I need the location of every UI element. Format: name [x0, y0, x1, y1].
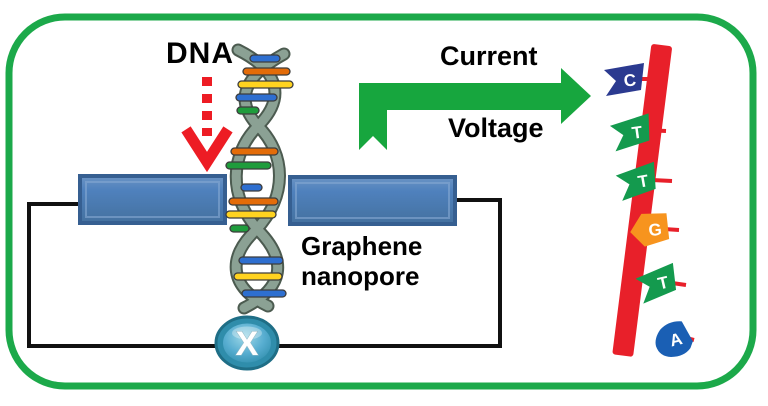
base-flag-g: G [630, 213, 670, 247]
helix-strands [231, 45, 289, 313]
graphene-sheet-left-highlight [85, 181, 220, 218]
helix-rung [225, 210, 277, 219]
base-flag-t3-shape [635, 262, 677, 304]
graphene-sheet-left [78, 174, 227, 225]
helix-rung [235, 93, 278, 102]
current-label: Current [440, 41, 538, 71]
flag-connector-t2 [651, 178, 673, 183]
graphene-sheet-right-body [288, 175, 457, 226]
base-flag-t3: T [635, 262, 677, 304]
helix-rung [237, 80, 294, 89]
arrow-shaft [359, 83, 562, 110]
base-flag-t1-shape [609, 113, 650, 152]
graphene-sheet-right [288, 175, 457, 226]
helix-rung [225, 161, 272, 170]
graphene-label-line1: Graphene [301, 231, 423, 261]
base-flag-t3-letter: T [656, 273, 671, 294]
helix-rung [241, 289, 287, 298]
base-flag-g-shape [630, 213, 670, 247]
helix-rung [233, 272, 283, 281]
meter-glare [232, 326, 262, 340]
voltage-label: Voltage [448, 113, 544, 143]
helix-rung [228, 197, 279, 206]
signal-trace-bar [612, 44, 672, 357]
transduction-arrow [359, 68, 591, 150]
graphene-sheet-right-highlight [295, 182, 450, 219]
figure-frame-border [5, 13, 757, 390]
base-flag-t1-letter: T [631, 122, 645, 142]
base-flag-c: C [604, 63, 644, 96]
base-flag-a-shape [655, 321, 693, 357]
base-flag-c-letter: C [623, 70, 637, 90]
helix-rung [249, 54, 281, 63]
graphene-label-line2: nanopore [301, 260, 420, 291]
dna-insertion-arrow [181, 77, 233, 173]
helix-rung [240, 183, 263, 192]
base-flag-t2-letter: T [636, 171, 650, 192]
helix-rung [229, 224, 250, 233]
meter-symbol: X [236, 325, 259, 363]
helix-rung [238, 256, 284, 265]
helix-base-rungs [225, 54, 294, 298]
base-flag-t2: T [615, 161, 656, 201]
dna-arrow-head [181, 126, 233, 173]
meter-face [223, 323, 271, 363]
base-flag-c-shape [604, 63, 644, 96]
base-flag-g-letter: G [648, 220, 663, 240]
base-flag-a: A [655, 321, 693, 357]
dna-helix [225, 43, 294, 315]
dna-label: DNA [166, 37, 234, 70]
arrow-head [561, 68, 591, 124]
base-flag-a-letter: A [668, 329, 685, 350]
graphene-sheet-left-body [78, 174, 227, 225]
helix-rung [236, 106, 260, 115]
base-flag-t1: T [609, 113, 650, 152]
base-flag-t2-shape [615, 161, 656, 201]
flag-connector-t1 [645, 128, 667, 133]
helix-rung [242, 67, 291, 76]
helix-rung [230, 147, 279, 156]
current-meter: X [214, 315, 280, 371]
